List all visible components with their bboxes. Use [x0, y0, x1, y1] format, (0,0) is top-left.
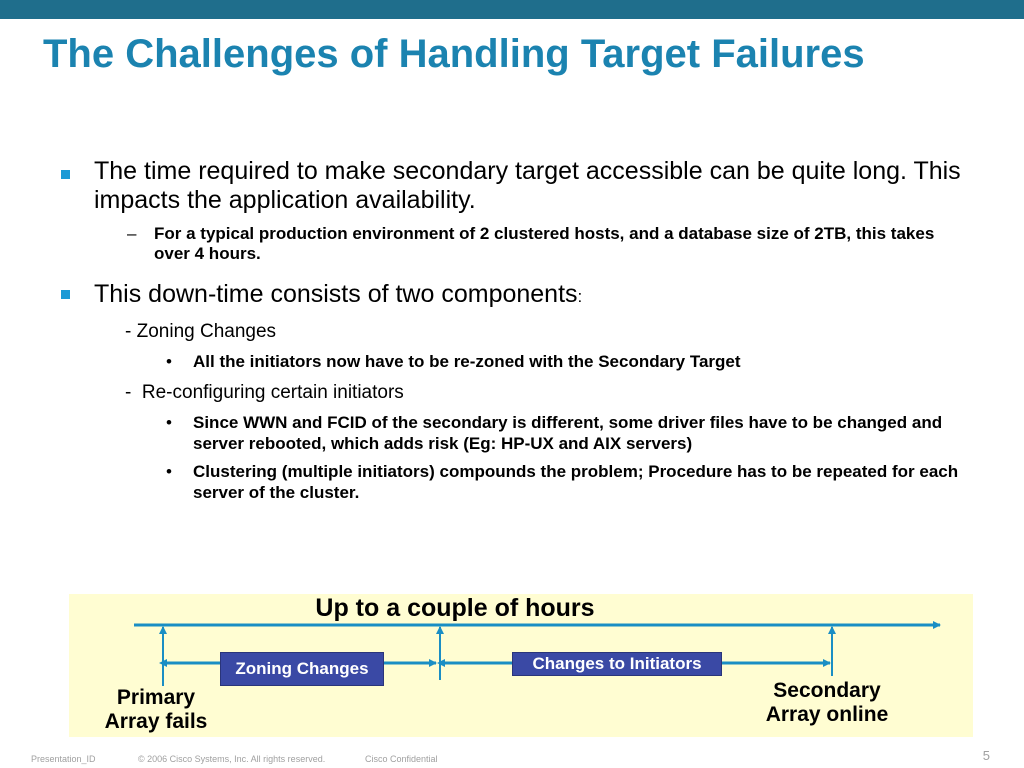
component-label: Re-configuring certain initiators	[141, 382, 404, 403]
dot-bullet-icon: •	[166, 462, 172, 481]
bullet-time-required: The time required to make secondary targ…	[94, 157, 961, 214]
component-reconfiguring-initiators: - Re-configuring certain initiators	[125, 381, 404, 404]
component-prefix: -	[125, 382, 132, 403]
secondary-line-2: Array online	[765, 703, 889, 726]
primary-line-2: Array fails	[104, 710, 208, 733]
component-prefix: -	[125, 321, 132, 342]
footer-copyright: © 2006 Cisco Systems, Inc. All rights re…	[138, 754, 326, 764]
footer-confidential: Cisco Confidential	[365, 754, 438, 764]
bullet-downtime-components: This down-time consists of two component…	[94, 280, 974, 311]
dot-bullet-icon: •	[166, 413, 172, 432]
primary-line-1: Primary	[116, 686, 196, 709]
secondary-line-1: Secondary	[773, 679, 881, 702]
component-label: Zoning Changes	[136, 321, 277, 342]
primary-array-fails-label: Primary Array fails	[96, 686, 216, 734]
changes-to-initiators-box: Changes to Initiators	[512, 652, 722, 676]
dash-marker: –	[127, 224, 137, 243]
dot-bullet-icon: •	[166, 352, 172, 371]
sub-bullet-production-env: For a typical production environment of …	[154, 224, 935, 263]
bullet-downtime-text: This down-time consists of two component…	[94, 280, 578, 308]
square-bullet-icon	[61, 170, 70, 179]
zoning-detail: All the initiators now have to be re-zon…	[193, 352, 741, 371]
clustering-detail: Clustering (multiple initiators) compoun…	[193, 462, 959, 502]
footer-presentation-id: Presentation_ID	[31, 754, 96, 764]
colon-mark: :	[577, 287, 583, 306]
timeline-title: Up to a couple of hours	[315, 594, 595, 622]
top-banner	[0, 0, 1024, 19]
zoning-changes-box: Zoning Changes	[220, 652, 384, 686]
slide-title: The Challenges of Handling Target Failur…	[43, 32, 865, 76]
wwn-fcid-detail: Since WWN and FCID of the secondary is d…	[193, 413, 943, 453]
secondary-array-online-label: Secondary Array online	[752, 679, 902, 727]
square-bullet-icon	[61, 290, 70, 299]
component-zoning-changes: - Zoning Changes	[125, 320, 276, 343]
page-number: 5	[982, 748, 990, 763]
